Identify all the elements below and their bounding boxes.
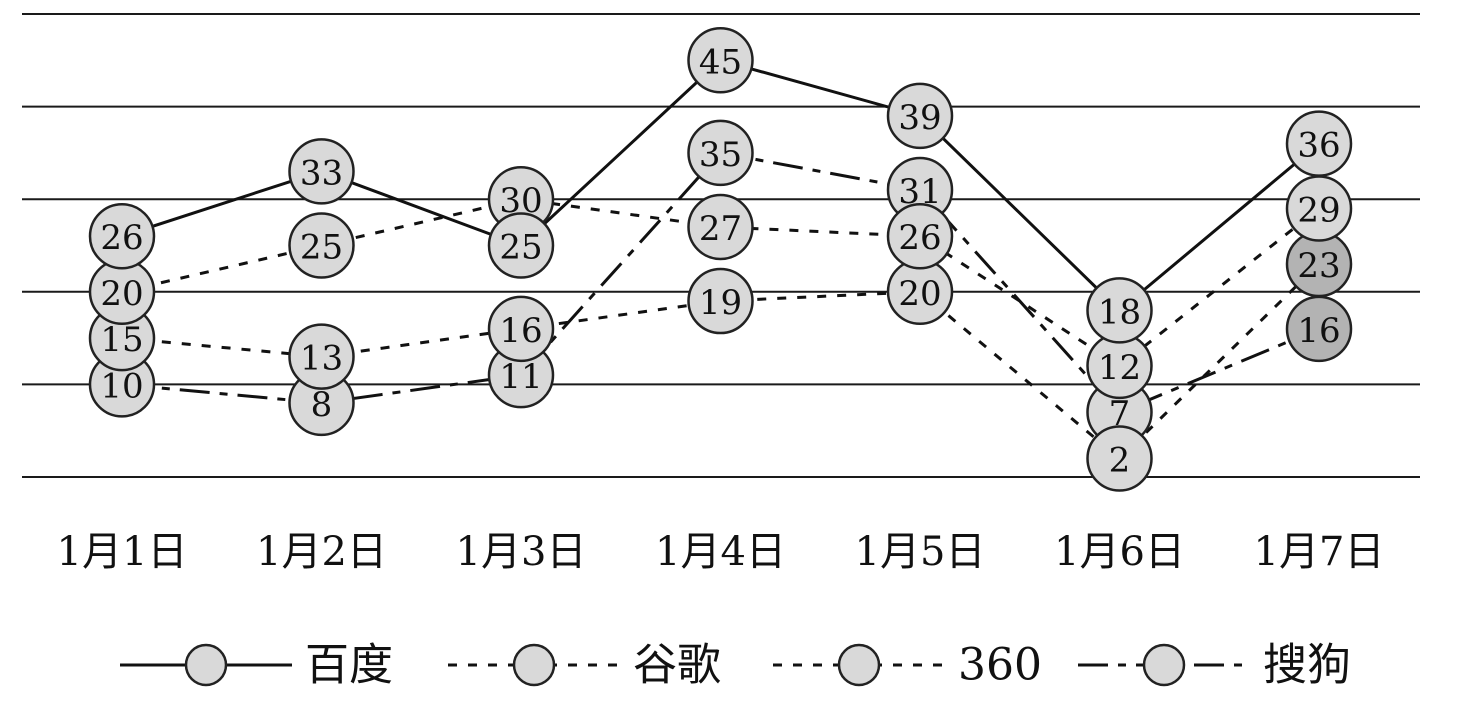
data-point-marker xyxy=(886,82,954,150)
data-label: 23 xyxy=(1297,246,1340,286)
legend-label: 百度 xyxy=(305,640,393,691)
data-label: 18 xyxy=(1098,292,1141,332)
data-label: 11 xyxy=(499,357,542,397)
legend-label: 360 xyxy=(958,640,1042,691)
data-label: 26 xyxy=(898,218,941,258)
data-label: 45 xyxy=(699,42,742,82)
data-point-marker xyxy=(687,193,754,261)
data-point: 15 xyxy=(88,304,156,372)
legend-item: 谷歌 xyxy=(448,640,721,691)
data-point-marker xyxy=(288,323,355,390)
legend-item: 360 xyxy=(773,640,1042,691)
data-point: 10 xyxy=(88,351,156,418)
x-axis-ticks: 1月1日 1月2日 1月3日 1月4日 1月5日 1月6日 1月7日 xyxy=(57,529,1385,575)
data-point-marker xyxy=(88,202,156,270)
data-point-marker xyxy=(1086,277,1153,344)
data-label: 19 xyxy=(699,283,742,323)
data-label: 2 xyxy=(1109,440,1131,480)
data-point: 45 xyxy=(687,27,754,94)
data-point: 16 xyxy=(487,295,555,363)
data-label: 25 xyxy=(300,228,343,268)
legend-marker-swatch xyxy=(512,643,556,687)
data-label: 15 xyxy=(100,320,143,360)
data-point-marker xyxy=(1285,110,1353,177)
data-point: 25 xyxy=(487,212,555,279)
data-point: 19 xyxy=(687,267,754,335)
data-label: 35 xyxy=(699,135,742,175)
data-point: 39 xyxy=(886,82,954,150)
data-point-marker xyxy=(288,212,355,279)
data-label: 12 xyxy=(1098,348,1141,388)
data-point: 26 xyxy=(886,202,954,270)
data-point-marker xyxy=(687,267,754,335)
data-label: 29 xyxy=(1297,190,1340,230)
data-point: 29 xyxy=(1285,175,1353,242)
data-label: 16 xyxy=(1297,311,1340,351)
data-point: 31 xyxy=(886,156,954,224)
data-point: 25 xyxy=(288,212,355,279)
x-tick-label: 1月5日 xyxy=(855,529,986,575)
data-label: 33 xyxy=(300,153,343,193)
legend: 百度 谷歌 360 搜狗 xyxy=(120,640,1351,691)
data-point-marker xyxy=(687,119,754,187)
data-point: 12 xyxy=(1086,332,1153,400)
data-point: 26 xyxy=(88,202,156,270)
data-label: 20 xyxy=(898,274,941,314)
x-tick-label: 1月4日 xyxy=(655,529,786,575)
data-point: 20 xyxy=(886,258,954,326)
data-point-marker xyxy=(288,138,355,205)
data-label: 27 xyxy=(699,209,742,249)
data-point: 33 xyxy=(288,138,355,205)
data-label: 16 xyxy=(499,311,542,351)
data-point-marker xyxy=(487,295,555,363)
x-tick-label: 1月6日 xyxy=(1054,529,1185,575)
legend-label: 谷歌 xyxy=(633,640,721,691)
data-label: 26 xyxy=(100,218,143,258)
x-tick-label: 1月7日 xyxy=(1254,529,1385,575)
legend-item: 搜狗 xyxy=(1078,640,1351,691)
data-label: 20 xyxy=(100,274,143,314)
data-point: 20 xyxy=(88,258,156,326)
legend-marker-swatch xyxy=(837,643,881,687)
data-label: 13 xyxy=(300,339,343,379)
data-label: 8 xyxy=(311,385,333,425)
x-tick-label: 1月1日 xyxy=(57,529,188,575)
data-label: 39 xyxy=(898,98,941,138)
data-point: 16 xyxy=(1285,295,1353,363)
x-tick-label: 1月2日 xyxy=(256,529,387,575)
x-tick-label: 1月3日 xyxy=(456,529,587,575)
data-point: 18 xyxy=(1086,277,1153,344)
data-point-marker xyxy=(687,27,754,94)
legend-item: 百度 xyxy=(120,640,393,691)
data-point: 27 xyxy=(687,193,754,261)
legend-marker-swatch xyxy=(184,643,228,687)
legend-label: 搜狗 xyxy=(1263,640,1351,691)
data-label: 36 xyxy=(1297,126,1340,166)
data-label: 25 xyxy=(499,228,542,268)
data-point: 35 xyxy=(687,119,754,187)
data-point: 13 xyxy=(288,323,355,390)
data-point: 30 xyxy=(487,165,555,233)
data-point-marker xyxy=(1086,425,1153,492)
data-point-marker xyxy=(487,212,555,279)
data-point: 23 xyxy=(1285,230,1353,298)
data-point: 2 xyxy=(1086,425,1153,492)
data-point-marker xyxy=(886,202,954,270)
data-point: 36 xyxy=(1285,110,1353,177)
data-label: 7 xyxy=(1109,394,1131,434)
data-label: 10 xyxy=(100,366,143,406)
legend-marker-swatch xyxy=(1142,643,1186,687)
